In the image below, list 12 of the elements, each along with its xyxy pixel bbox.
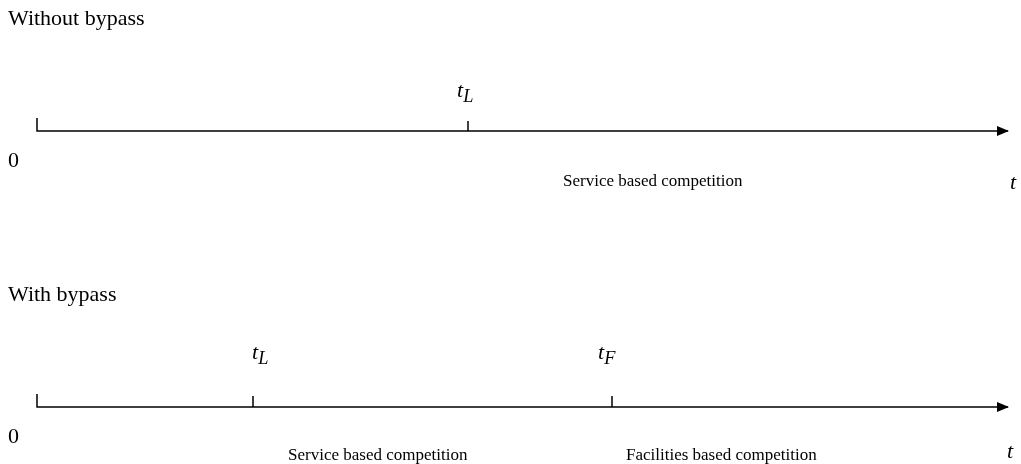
phase-label: Service based competition	[563, 172, 743, 191]
axis-label: t	[1010, 170, 1017, 195]
phase-label: Service based competition	[288, 446, 468, 464]
phase-label: Facilities based competition	[626, 446, 817, 464]
time-marker-label: t$_{L}$	[252, 340, 269, 369]
time-marker-label: t$_{L}$	[457, 78, 474, 107]
time-marker-label: t$_{F}$	[598, 340, 616, 369]
panel-title: With bypass	[8, 282, 117, 307]
axis-origin-label: 0	[8, 148, 19, 173]
panel-title: Without bypass	[8, 6, 145, 31]
axis-label: t	[1007, 439, 1014, 464]
axis-origin-label: 0	[8, 424, 19, 449]
